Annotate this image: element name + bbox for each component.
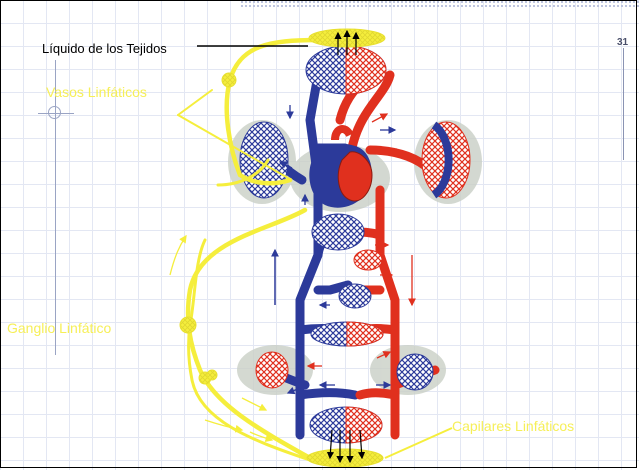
slide-frame: [0, 0, 637, 468]
slide: Líquido de los Tejidos Vasos Linfáticos …: [0, 0, 639, 470]
